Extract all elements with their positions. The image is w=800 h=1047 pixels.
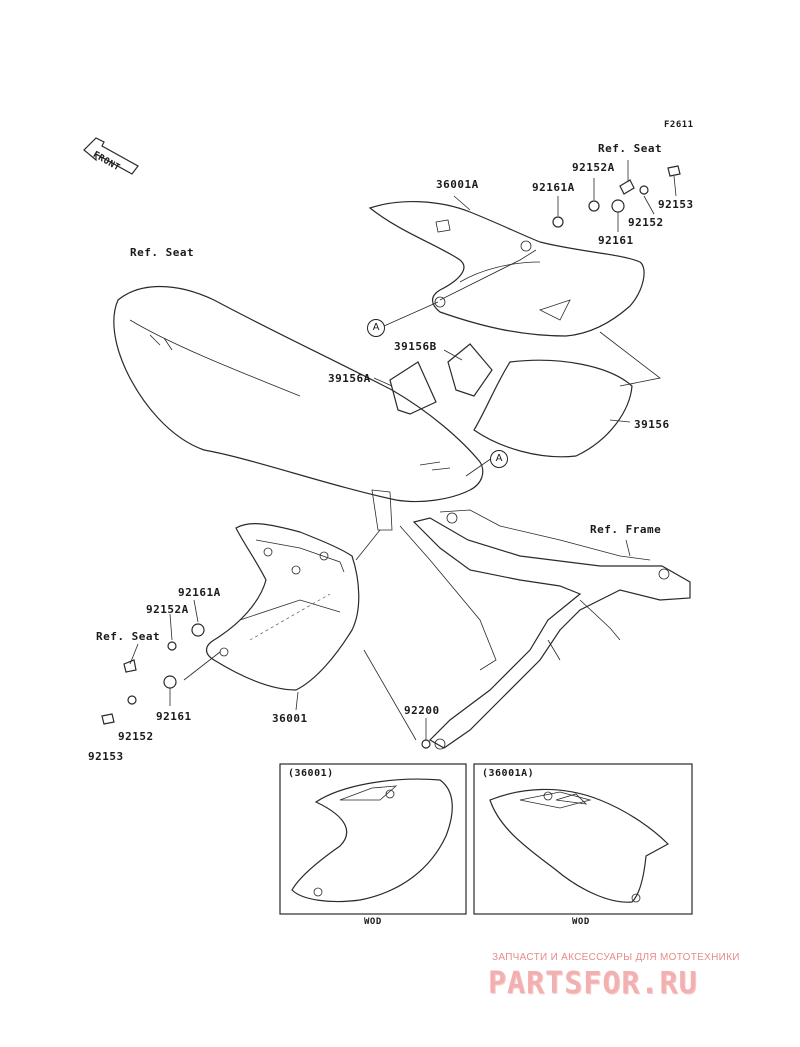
label-39156: 39156 — [634, 418, 670, 431]
side-cover-36001-drawing — [205, 523, 360, 691]
label-39156B: 39156B — [394, 340, 437, 353]
inset-36001A-caption: WOD — [572, 917, 590, 927]
label-92153-top: 92153 — [658, 198, 694, 211]
label-ref-seat-top: Ref. Seat — [598, 142, 663, 155]
sticker-39156-drawing — [473, 359, 633, 458]
label-92153-left: 92153 — [88, 750, 124, 763]
front-direction-arrow — [83, 137, 139, 175]
figure-code: F2611 — [664, 120, 694, 130]
inset-36001-box — [279, 763, 467, 915]
label-92161-top: 92161 — [598, 234, 634, 247]
label-92161-left: 92161 — [156, 710, 192, 723]
label-92161A-left: 92161A — [178, 586, 221, 599]
label-92161A-top: 92161A — [532, 181, 575, 194]
watermark-brand: PARTSFOR.RU — [488, 966, 698, 1001]
left-fasteners — [101, 623, 431, 749]
label-ref-seat-main: Ref. Seat — [130, 246, 195, 259]
inset-36001A-title: (36001A) — [482, 768, 535, 779]
sticker-39156B-drawing — [447, 343, 493, 397]
label-92152-top: 92152 — [628, 216, 664, 229]
label-92152-left: 92152 — [118, 730, 154, 743]
watermark-tagline: ЗАПЧАСТИ И АКСЕССУАРЫ ДЛЯ МОТОТЕХНИКИ — [492, 952, 740, 963]
inset-36001-caption: WOD — [364, 917, 382, 927]
inset-36001A-box — [473, 763, 693, 915]
label-ref-frame: Ref. Frame — [590, 523, 662, 536]
frame-drawing — [412, 509, 691, 750]
label-ref-seat-left: Ref. Seat — [96, 630, 161, 643]
label-36001A: 36001A — [436, 178, 479, 191]
label-36001: 36001 — [272, 712, 308, 725]
leader-lines — [129, 160, 661, 741]
label-92152A-top: 92152A — [572, 161, 615, 174]
callout-a-lower: A — [490, 450, 508, 468]
side-cover-36001A-drawing — [368, 201, 645, 337]
sticker-39156A-drawing — [389, 361, 437, 415]
callout-a-upper: A — [367, 319, 385, 337]
seat-outline — [113, 286, 484, 531]
inset-36001-title: (36001) — [288, 768, 334, 779]
label-39156A: 39156A — [328, 372, 371, 385]
label-92152A-left: 92152A — [146, 603, 189, 616]
label-92200: 92200 — [404, 704, 440, 717]
